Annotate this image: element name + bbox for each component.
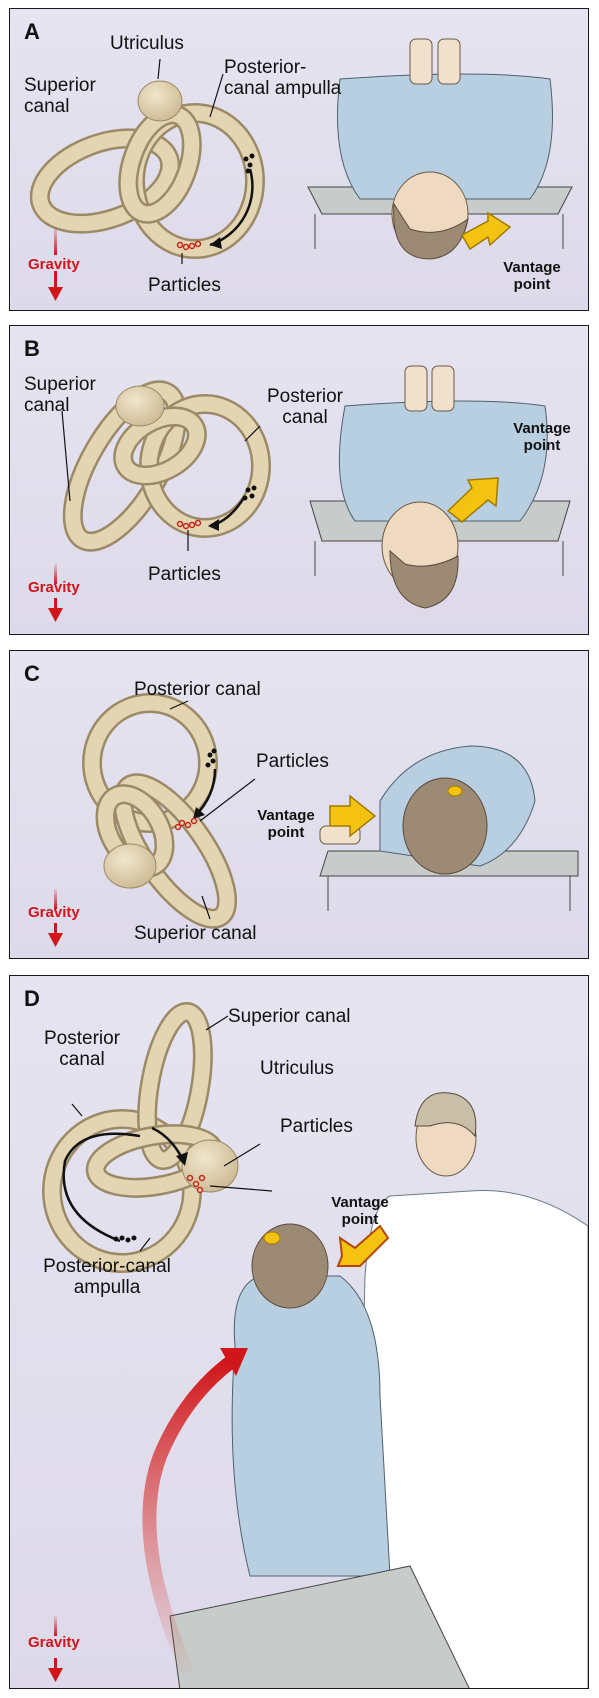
vantage-arrow (462, 213, 510, 249)
panel-c-art (10, 651, 589, 959)
panel-b: B Superior canal Po (9, 325, 589, 635)
vantage-label: Vantage point (510, 420, 574, 454)
label-particles: Particles (256, 751, 329, 772)
gravity-head (48, 287, 63, 301)
panel-a: A (9, 8, 589, 311)
panel-d: D (9, 975, 589, 1689)
gravity-label: Gravity (28, 1634, 80, 1651)
label-posterior-canal: Posterior canal (34, 1028, 130, 1070)
label-posterior-canal-ampulla: Posterior-canal ampulla (32, 1256, 182, 1298)
label-utriculus: Utriculus (260, 1058, 334, 1079)
label-superior-canal: Superior canal (24, 374, 104, 416)
gravity-label: Gravity (28, 579, 80, 596)
utriculus-shape (138, 81, 182, 121)
vantage-label: Vantage point (500, 259, 564, 293)
labyrinth (28, 106, 255, 249)
label-particles: Particles (280, 1116, 353, 1137)
gravity-label: Gravity (28, 256, 80, 273)
panel-c: C Posterior canal Particle (9, 650, 589, 959)
labyrinth (92, 703, 245, 934)
doctor-patient-illustration (170, 1093, 588, 1689)
label-superior-canal: Superior canal (228, 1006, 351, 1027)
gravity-shaft (54, 227, 57, 255)
panel-b-art (10, 326, 589, 635)
label-posterior-canal: Posterior canal (134, 679, 261, 700)
particles-dots (114, 1236, 137, 1243)
gravity-label: Gravity (28, 904, 80, 921)
label-posterior-canal: Posterior canal (260, 386, 350, 428)
label-superior-canal: Superior canal (134, 923, 257, 944)
label-utriculus: Utriculus (110, 33, 184, 54)
label-superior-canal: Superior canal (24, 75, 104, 117)
vantage-label: Vantage point (328, 1194, 392, 1228)
vantage-label: Vantage point (254, 807, 318, 841)
panel-d-art (10, 976, 589, 1689)
label-particles: Particles (148, 564, 221, 585)
label-posterior-canal-ampulla: Posterior- canal ampulla (224, 57, 354, 99)
label-particles: Particles (148, 275, 221, 296)
